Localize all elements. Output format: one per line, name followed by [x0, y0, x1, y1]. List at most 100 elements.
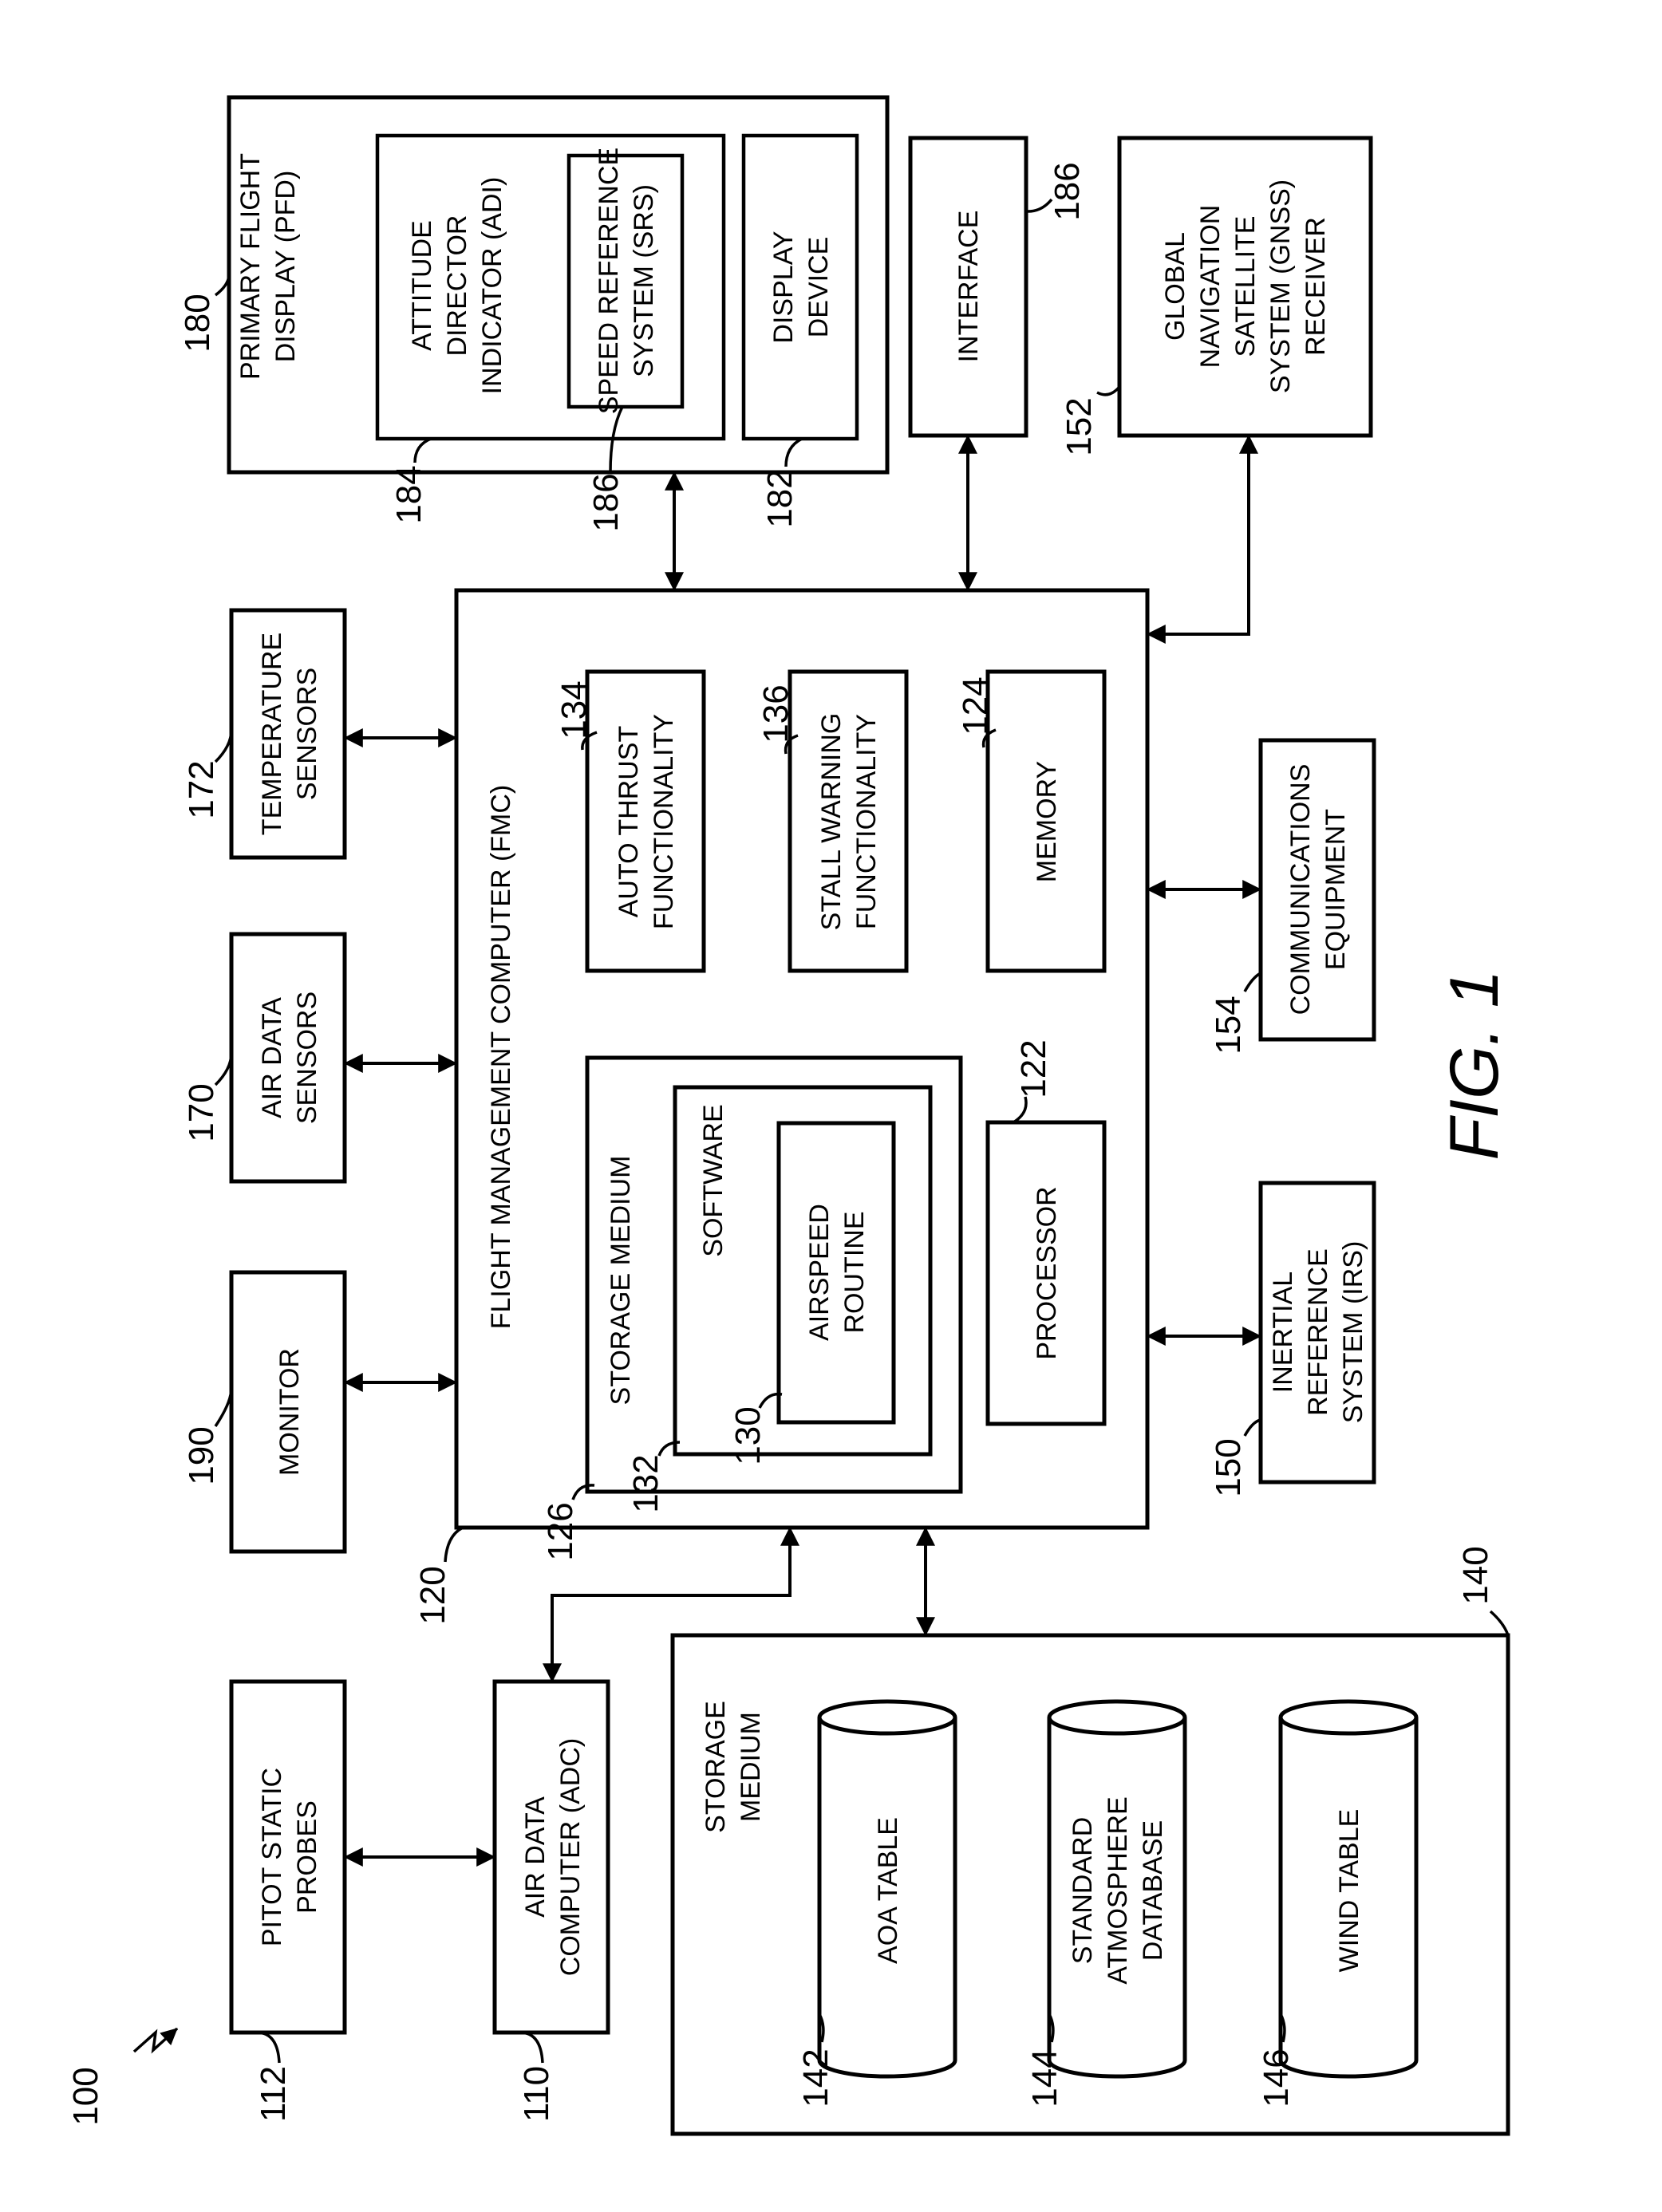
- system-ref-number: 100: [66, 2067, 105, 2125]
- ref-airspeed-routine: 130: [728, 1406, 768, 1465]
- gnss-label: GLOBALNAVIGATIONSATELLITESYSTEM (GNSS)RE…: [1160, 179, 1331, 393]
- gnss-label-line: GLOBAL: [1160, 232, 1190, 341]
- ref-temperature-sensors: 172: [182, 760, 221, 818]
- ref-processor: 122: [1014, 1039, 1053, 1098]
- ref-interface: 186: [1048, 162, 1087, 220]
- ref-fmc-storage-line: 126: [541, 1502, 580, 1560]
- irs-label: INERTIALREFERENCESYSTEM (IRS): [1268, 1241, 1368, 1424]
- communications-label-line: COMMUNICATIONS: [1285, 764, 1316, 1015]
- ref-172-leader: [215, 730, 231, 762]
- ref-air-data-computer: 110: [517, 2066, 556, 2122]
- irs-label-line: INERTIAL: [1268, 1272, 1298, 1393]
- ref-standard-atmosphere-line: 144: [1025, 2048, 1064, 2107]
- srs-box: [569, 156, 682, 407]
- ref-air-data-computer-line: 110: [517, 2066, 556, 2122]
- software-label: SOFTWARE: [698, 1104, 728, 1256]
- airspeed-routine-label-line: AIRSPEED: [804, 1204, 835, 1341]
- fmc-storage-label-line: STORAGE MEDIUM: [606, 1156, 636, 1406]
- adi-label: ATTITUDEDIRECTORINDICATOR (ADI): [407, 177, 507, 395]
- figure-label-line: FIG. 1: [1436, 970, 1513, 1161]
- ref-170-leader: [215, 1053, 231, 1085]
- ref-storage-140-line: 140: [1456, 1546, 1495, 1604]
- standard-atmosphere-label-line: DATABASE: [1138, 1820, 1168, 1961]
- system-ref-number-line: 100: [66, 2067, 105, 2125]
- ref-stall-warning-line: 136: [756, 684, 795, 743]
- ref-temperature-sensors-line: 172: [182, 760, 221, 818]
- processor-label: PROCESSOR: [1032, 1186, 1062, 1359]
- diagram-shapes: [134, 97, 1508, 2134]
- fmc-storage-label: STORAGE MEDIUM: [606, 1156, 636, 1406]
- monitor-label: MONITOR: [274, 1348, 305, 1476]
- ref-pfd: 180: [178, 294, 217, 352]
- ref-srs: 186: [586, 473, 626, 531]
- ref-182-leader: [786, 439, 802, 467]
- ref-fmc: 120: [413, 1566, 452, 1624]
- fmc-label: FLIGHT MANAGEMENT COMPUTER (FMC): [486, 785, 516, 1330]
- diagram-labels: PITOT STATICPROBES AIR DATACOMPUTER (ADC)…: [66, 148, 1513, 2126]
- air-data-computer-label-line: COMPUTER (ADC): [555, 1738, 586, 1976]
- ref-aoa-table-line: 142: [796, 2048, 835, 2107]
- ref-processor-line: 122: [1014, 1039, 1053, 1098]
- pitot-static-probes-label-line: PITOT STATIC: [257, 1768, 287, 1946]
- ref-stall-warning: 136: [756, 684, 795, 743]
- ref-152-leader: [1097, 387, 1119, 395]
- stall-warning-box: [790, 672, 906, 971]
- ref-auto-thrust: 134: [555, 680, 594, 739]
- ref-184-leader: [415, 439, 431, 463]
- display-device-label-line: DISPLAY: [768, 231, 799, 343]
- processor-label-line: PROCESSOR: [1032, 1186, 1062, 1359]
- fmc-storage-box: [587, 1058, 961, 1492]
- auto-thrust-label-line: FUNCTIONALITY: [649, 714, 679, 929]
- ref-storage-140: 140: [1456, 1546, 1495, 1604]
- auto-thrust-label: AUTO THRUSTFUNCTIONALITY: [614, 714, 679, 929]
- temperature-sensors-label: TEMPERATURESENSORS: [257, 633, 322, 835]
- communications-box: [1261, 740, 1374, 1039]
- communications-label-line: EQUIPMENT: [1321, 809, 1351, 970]
- gnss-fmc-arrow: [1147, 436, 1249, 634]
- ref-monitor: 190: [182, 1426, 221, 1485]
- pfd-label-line: PRIMARY FLIGHT: [235, 153, 266, 380]
- ref-standard-atmosphere: 144: [1025, 2048, 1064, 2107]
- srs-label: SPEED REFERENCESYSTEM (SRS): [594, 148, 659, 414]
- adi-label-line: INDICATOR (ADI): [477, 177, 507, 395]
- ref-112-leader: [231, 2033, 279, 2063]
- monitor-label-line: MONITOR: [274, 1348, 305, 1476]
- ref-aoa-table: 142: [796, 2048, 835, 2107]
- stall-warning-label-line: FUNCTIONALITY: [851, 714, 882, 929]
- pitot-static-probes-box: [231, 1682, 345, 2033]
- ref-pfd-line: 180: [178, 294, 217, 352]
- software-label-line: SOFTWARE: [698, 1104, 728, 1256]
- interface-label: INTERFACE: [953, 211, 984, 363]
- pfd-label: PRIMARY FLIGHTDISPLAY (PFD): [235, 153, 301, 380]
- ref-communications: 154: [1209, 996, 1248, 1054]
- airspeed-routine-box: [779, 1123, 894, 1422]
- wind-table-label-line: WIND TABLE: [1334, 1809, 1364, 1973]
- ref-154-leader: [1245, 973, 1261, 992]
- air-data-computer-label-line: AIR DATA: [520, 1796, 551, 1918]
- ref-interface-line: 186: [1048, 162, 1087, 220]
- ref-100-leader: [134, 2029, 177, 2052]
- ref-110-leader: [495, 2033, 543, 2063]
- wind-table-label: WIND TABLE: [1334, 1809, 1364, 1973]
- irs-label-line: SYSTEM (IRS): [1338, 1241, 1368, 1424]
- air-data-sensors-label: AIR DATASENSORS: [257, 992, 322, 1124]
- pitot-static-probes-label-line: PROBES: [292, 1800, 322, 1914]
- ref-180-leader: [215, 275, 229, 295]
- temperature-sensors-box: [231, 610, 345, 858]
- adi-label-line: ATTITUDE: [407, 220, 437, 351]
- figure-label: FIG. 1: [1436, 970, 1513, 1161]
- ref-wind-table-line: 146: [1257, 2048, 1296, 2107]
- srs-label-line: SYSTEM (SRS): [629, 184, 659, 377]
- display-device-box: [744, 136, 857, 439]
- air-data-computer-label: AIR DATACOMPUTER (ADC): [520, 1738, 586, 1976]
- temperature-sensors-label-line: TEMPERATURE: [257, 633, 287, 835]
- irs-label-line: REFERENCE: [1303, 1248, 1333, 1416]
- ref-pitot-static-probes: 112: [254, 2066, 293, 2122]
- standard-atmosphere-label-line: ATMOSPHERE: [1103, 1796, 1133, 1985]
- ref-fmc-storage: 126: [541, 1502, 580, 1560]
- display-device-label-line: DEVICE: [803, 237, 834, 338]
- ref-190-leader: [215, 1388, 231, 1426]
- ref-software: 132: [626, 1454, 665, 1512]
- pfd-label-line: DISPLAY (PFD): [270, 171, 301, 363]
